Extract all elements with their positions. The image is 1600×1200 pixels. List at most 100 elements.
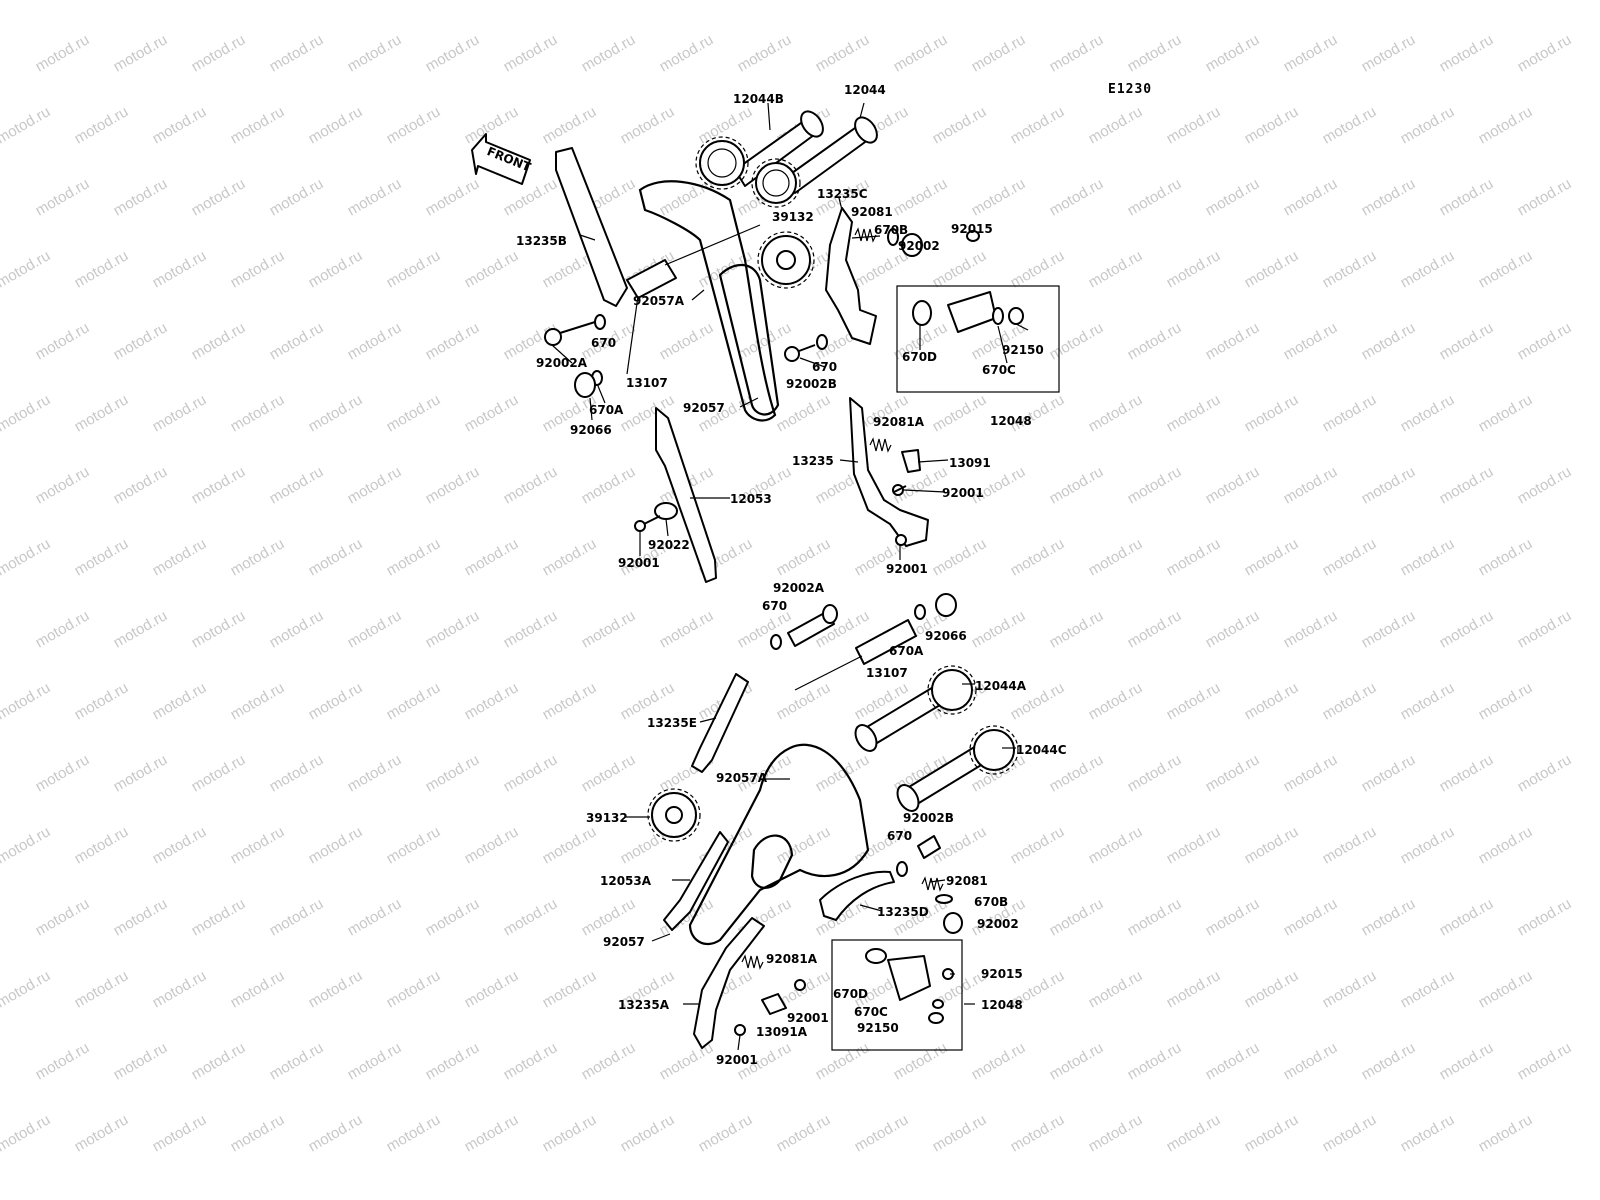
part-label: 670D [833, 987, 868, 1001]
idler-sprocket-39132 [757, 231, 815, 289]
spring-92081 [854, 227, 877, 243]
part-label: 92002 [898, 239, 940, 253]
front-arrow-icon: FRONT [471, 133, 533, 185]
part-label: 13235E [647, 716, 697, 730]
cam-chain-upper [638, 180, 777, 422]
part-label: 92015 [951, 222, 993, 236]
part-label: 92150 [1002, 343, 1044, 357]
part-label: 12044 [844, 83, 886, 97]
plug-92066 [574, 372, 596, 398]
part-label: 39132 [772, 210, 814, 224]
cap-92002-lower [943, 912, 963, 934]
part-label: 670C [982, 363, 1016, 377]
part-label: 12053A [600, 874, 652, 888]
part-label: 670 [591, 336, 616, 350]
upper-assembly [544, 110, 1060, 583]
part-label: 12044A [975, 679, 1027, 693]
part-label: 92002A [773, 581, 825, 595]
part-label: 13235D [877, 905, 929, 919]
tensioner-box-12048 [896, 285, 1060, 393]
leader-lines [551, 102, 1029, 1051]
part-label: 670B [974, 895, 1008, 909]
spring-92081a [869, 437, 892, 453]
part-label: 13091A [756, 1025, 808, 1039]
cap-92002 [901, 233, 923, 257]
spring-92081a-lower [741, 954, 764, 970]
part-label: 670A [889, 644, 924, 658]
part-label: 39132 [586, 811, 628, 825]
tensioner-12048-lower [865, 948, 954, 1024]
washer-670-b [816, 334, 828, 350]
bolt-92001-c [895, 534, 907, 546]
part-label: 92057 [603, 935, 645, 949]
part-label: 13107 [866, 666, 908, 680]
chain-guide-12053a [663, 831, 729, 931]
part-labels: 12044B 12044 13235C 92081 39132 670B 920… [516, 83, 1067, 1067]
bracket-13091 [901, 449, 921, 473]
bolt-92001-e [734, 1024, 746, 1036]
part-label: 92081 [946, 874, 988, 888]
part-label: 92150 [857, 1021, 899, 1035]
oring-670a-lower [914, 604, 926, 620]
part-label: 670 [812, 360, 837, 374]
part-label: 670 [762, 599, 787, 613]
shaft-13107-lower [855, 619, 917, 665]
tensioner-box-12048-lower [831, 939, 963, 1051]
part-label: 13235B [516, 234, 567, 248]
washer-670 [594, 314, 606, 330]
part-label: 670B [874, 223, 908, 237]
part-label: 13107 [626, 376, 668, 390]
part-label: 92057A [633, 294, 685, 308]
part-label: 92057 [683, 401, 725, 415]
bolt-92002b-lower [917, 835, 941, 859]
cam-chain-lower [688, 743, 870, 946]
bolt-92001-d [794, 979, 806, 991]
bolt-92015 [966, 230, 980, 242]
chain-guide-13235b [555, 147, 628, 307]
bolt-92001-a [634, 515, 661, 532]
part-label: 92002B [786, 377, 837, 391]
shaft-13107 [626, 224, 761, 299]
bracket-13091a [761, 993, 787, 1015]
bolt-92002b [784, 344, 816, 362]
part-label: 12044B [733, 92, 784, 106]
part-label: 92001 [716, 1053, 758, 1067]
part-label: 92066 [925, 629, 967, 643]
part-label: 13235C [817, 187, 868, 201]
part-label: 12048 [990, 414, 1032, 428]
plug-92066-lower [935, 593, 957, 617]
tensioner-12048 [912, 291, 1024, 333]
part-label: 92001 [886, 562, 928, 576]
part-label: 92022 [648, 538, 690, 552]
tensioner-lever-13235c [825, 207, 877, 345]
part-label: 92081A [766, 952, 818, 966]
part-label: 92015 [981, 967, 1023, 981]
washer-670-lower [770, 634, 782, 650]
part-label: 92002 [977, 917, 1019, 931]
part-label: 13235A [618, 998, 670, 1012]
part-label: 13235 [792, 454, 834, 468]
washer-670b-lower [935, 894, 953, 904]
part-label: 670A [589, 403, 624, 417]
bolt-92002a [544, 321, 596, 346]
camshaft-12044b [695, 110, 824, 190]
bolt-92002a-lower [787, 604, 838, 647]
spring-92081-lower [921, 876, 944, 892]
bolt-92001-b [892, 484, 907, 496]
part-label: 92081 [851, 205, 893, 219]
camshaft-12044 [751, 116, 878, 208]
tensioner-lever-13235 [849, 397, 929, 547]
diagram-code: E1230 [1108, 82, 1152, 97]
part-label: 670C [854, 1005, 888, 1019]
part-label: 92001 [942, 486, 984, 500]
part-label: 92066 [570, 423, 612, 437]
washer-670b [887, 228, 899, 246]
lower-assembly [647, 593, 1019, 1051]
part-label: 92002B [903, 811, 954, 825]
camshaft-12044c [896, 725, 1019, 812]
part-label: 670 [887, 829, 912, 843]
washer-670-lower-b [896, 861, 908, 877]
idler-sprocket-39132-lower [647, 788, 701, 842]
